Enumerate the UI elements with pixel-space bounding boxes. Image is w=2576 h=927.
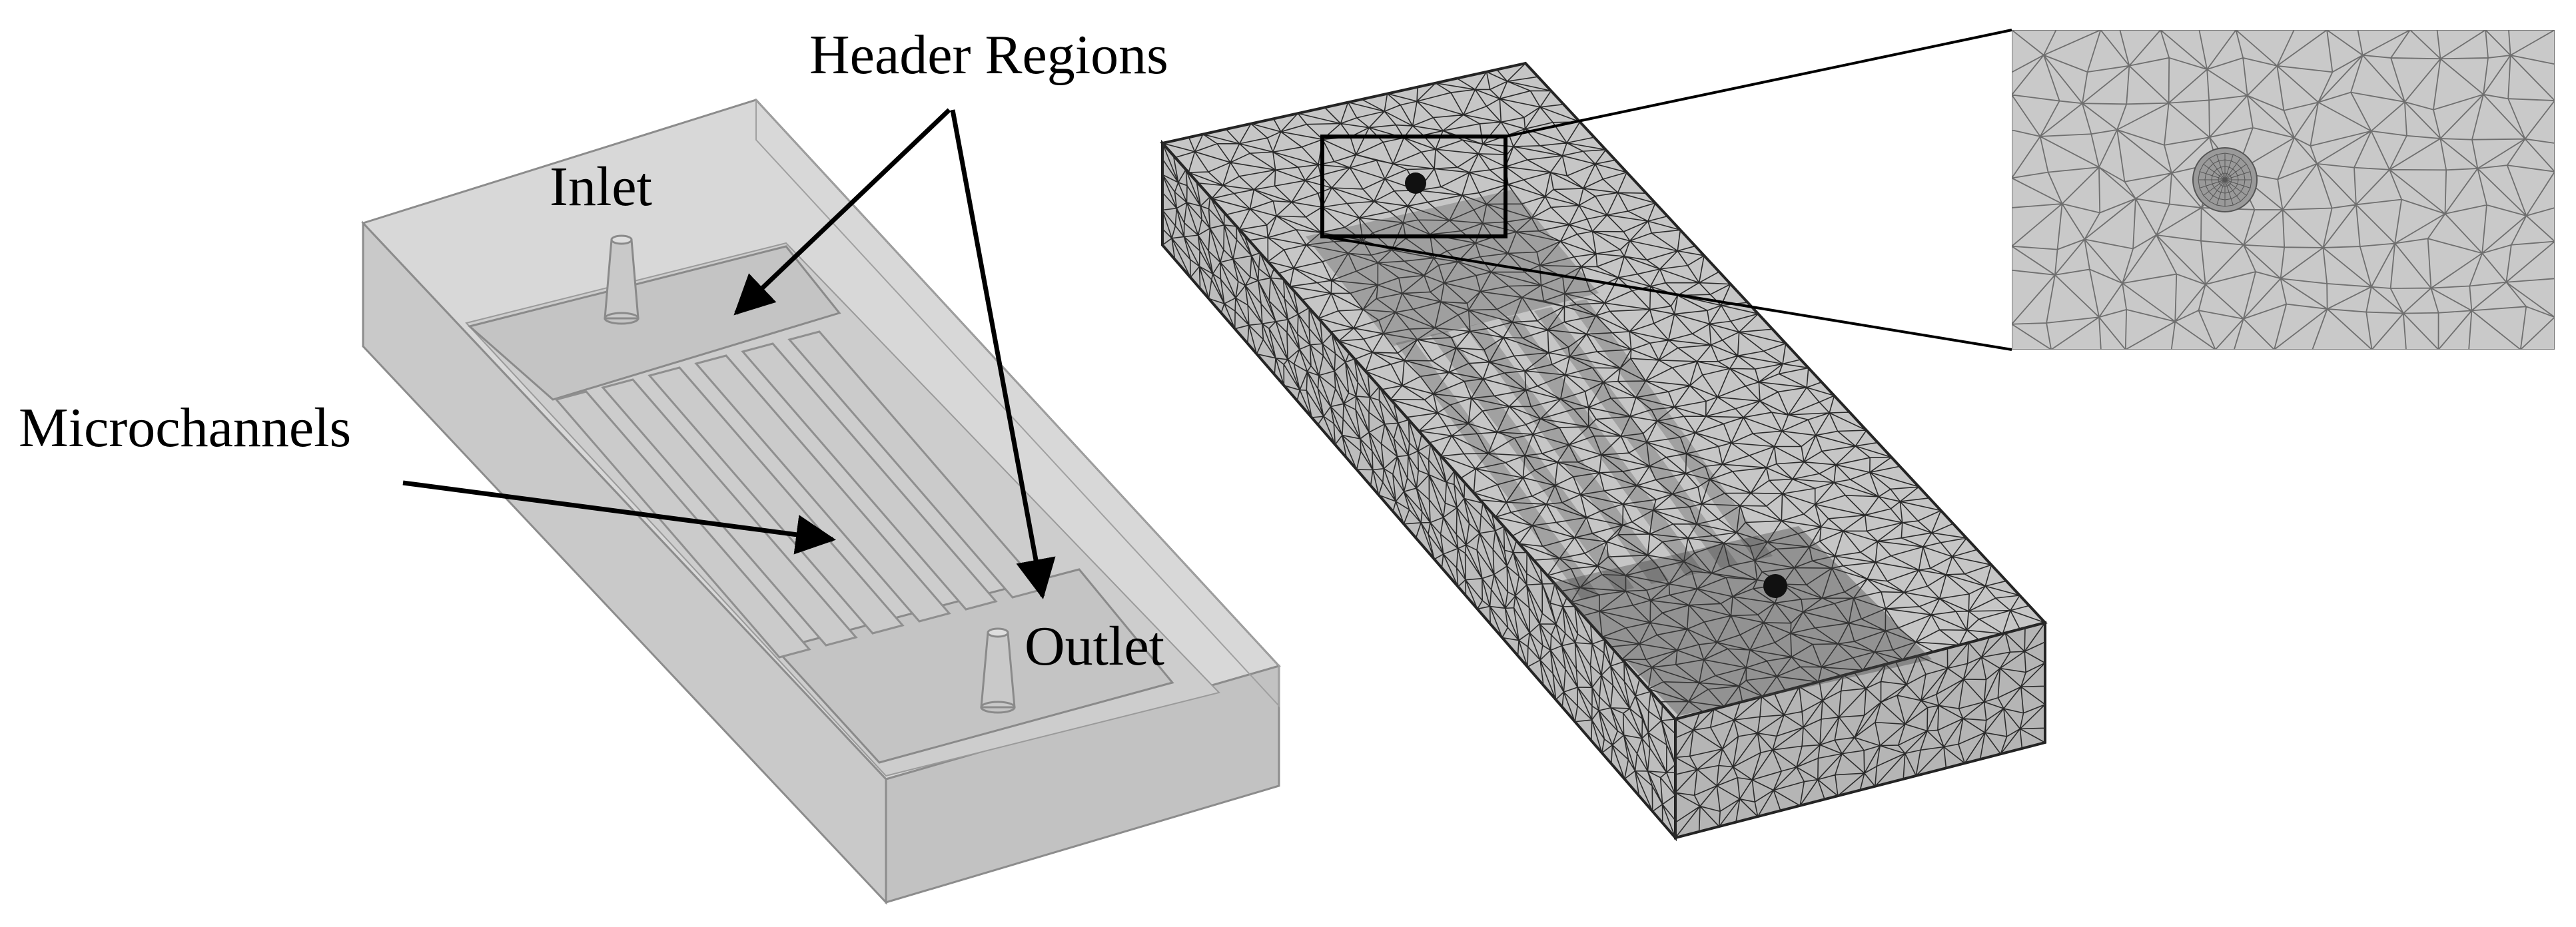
zoom-mesh-triangles-lines <box>2012 30 2555 350</box>
arrow-header-to-outlet-header <box>950 109 1056 599</box>
inlet-pipe <box>604 234 640 325</box>
label-header-regions: Header Regions <box>809 24 1168 86</box>
mesh-channel <box>1396 339 1599 600</box>
leader-arrows <box>402 108 1056 599</box>
mesh-microchannels <box>1396 299 1773 600</box>
zoom-connector-bottom <box>1322 235 2012 351</box>
mesh-channel <box>1534 307 1738 568</box>
microchannels <box>554 330 1045 659</box>
mesh-outlet-header <box>1552 526 1932 716</box>
outlet-pipe <box>980 627 1016 714</box>
zoom-mesh-triangles <box>2012 30 2555 350</box>
label-inlet: Inlet <box>550 156 652 218</box>
mesh-zoom-inset <box>2012 30 2555 350</box>
arrow-microchannels <box>402 480 836 555</box>
zoom-connector-top <box>1505 29 2012 138</box>
microchannel-heat-sink-model <box>361 98 1281 905</box>
mesh-channel <box>1569 299 1773 560</box>
box-back-wall <box>755 98 1280 708</box>
arrow-header-to-inlet-header <box>733 108 951 316</box>
mesh-top-triangles-lines <box>1162 63 2045 719</box>
mesh-channel <box>1465 323 1669 584</box>
label-microchannels: Microchannels <box>19 397 351 459</box>
mesh-inlet-point <box>1405 172 1426 194</box>
inlet-fine-mesh-lines <box>2198 153 2252 207</box>
meshed-model <box>1160 29 2048 842</box>
mesh-channel <box>1430 331 1634 592</box>
mesh-top-triangles <box>1162 63 2045 719</box>
mesh-outlet-point <box>1763 574 1787 598</box>
zoom-selection-box <box>1320 135 1507 238</box>
label-outlet: Outlet <box>1025 615 1164 677</box>
mesh-front-triangles-lines <box>1162 143 1675 838</box>
mesh-channel <box>1500 315 1703 576</box>
mesh-inlet-header <box>1306 190 1599 346</box>
mesh-front-triangles <box>1162 143 1675 838</box>
